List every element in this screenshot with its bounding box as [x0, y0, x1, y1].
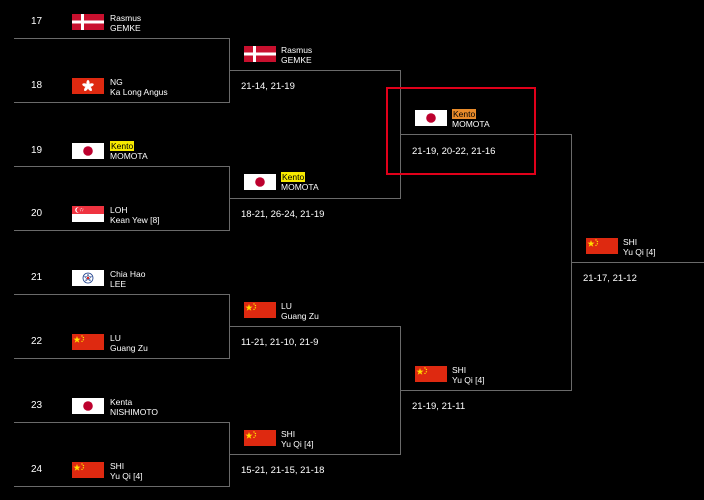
chinese-taipei-flag-icon	[72, 270, 104, 286]
player-last-name: MOMOTA	[452, 119, 490, 129]
denmark-flag-icon	[72, 14, 104, 30]
player-last-name: Guang Zu	[110, 343, 148, 353]
player-last-name: NISHIMOTO	[110, 407, 159, 417]
player-first-name: LU	[110, 333, 121, 343]
singapore-flag-icon	[72, 206, 104, 222]
player-first-name: SHI	[281, 429, 296, 439]
player-first-name-highlighted: Kento	[281, 172, 306, 182]
seed-number: 17	[31, 16, 43, 27]
hong-kong-flag-icon	[72, 78, 104, 94]
player-first-name: NG	[110, 77, 123, 87]
player-first-name-highlighted: Kento	[452, 109, 477, 119]
player-last-name: Yu Qi [4]	[110, 471, 143, 481]
player-first-name: LU	[281, 301, 292, 311]
denmark-flag-icon	[244, 46, 276, 62]
japan-flag-icon	[244, 174, 276, 190]
seed-number: 23	[31, 400, 43, 411]
japan-flag-icon	[72, 398, 104, 414]
player-first-name: Chia Hao	[110, 269, 146, 279]
china-flag-icon	[586, 238, 618, 254]
player-last-name: GEMKE	[281, 55, 312, 65]
match-score: 11-21, 21-10, 21-9	[241, 337, 319, 348]
player-first-name: SHI	[452, 365, 467, 375]
match-score: 21-17, 21-12	[583, 273, 637, 284]
japan-flag-icon	[72, 143, 104, 159]
player-first-name: LOH	[110, 205, 128, 215]
china-flag-icon	[415, 366, 447, 382]
player-last-name: Ka Long Angus	[110, 87, 168, 97]
match-score: 21-19, 21-11	[412, 401, 466, 412]
seed-number: 22	[31, 336, 43, 347]
player-first-name-highlighted: Kento	[110, 141, 135, 151]
china-flag-icon	[72, 334, 104, 350]
match-score: 15-21, 21-15, 21-18	[241, 465, 325, 476]
player-last-name: Kean Yew [8]	[110, 215, 160, 225]
player-last-name: Yu Qi [4]	[452, 375, 485, 385]
player-last-name: Yu Qi [4]	[281, 439, 314, 449]
player-last-name: Yu Qi [4]	[623, 247, 656, 257]
seed-number: 20	[31, 208, 43, 219]
player-first-name: Rasmus	[110, 13, 142, 23]
player-last-name: Guang Zu	[281, 311, 319, 321]
player-last-name: MOMOTA	[110, 151, 148, 161]
seed-number: 21	[31, 272, 43, 283]
selected-match-highlight	[386, 87, 536, 175]
china-flag-icon	[244, 302, 276, 318]
player-last-name: LEE	[110, 279, 127, 289]
player-first-name: SHI	[110, 461, 125, 471]
player-first-name: Kenta	[110, 397, 133, 407]
japan-flag-icon	[415, 110, 447, 126]
seed-number: 19	[31, 145, 43, 156]
player-first-name: SHI	[623, 237, 638, 247]
match-score: 21-14, 21-19	[241, 81, 295, 92]
seed-number: 18	[31, 80, 43, 91]
player-first-name: Rasmus	[281, 45, 313, 55]
china-flag-icon	[244, 430, 276, 446]
player-last-name: GEMKE	[110, 23, 141, 33]
match-score: 18-21, 26-24, 21-19	[241, 209, 325, 220]
player-last-name: MOMOTA	[281, 182, 319, 192]
match-score: 21-19, 20-22, 21-16	[412, 146, 496, 157]
china-flag-icon	[72, 462, 104, 478]
seed-number: 24	[31, 464, 43, 475]
